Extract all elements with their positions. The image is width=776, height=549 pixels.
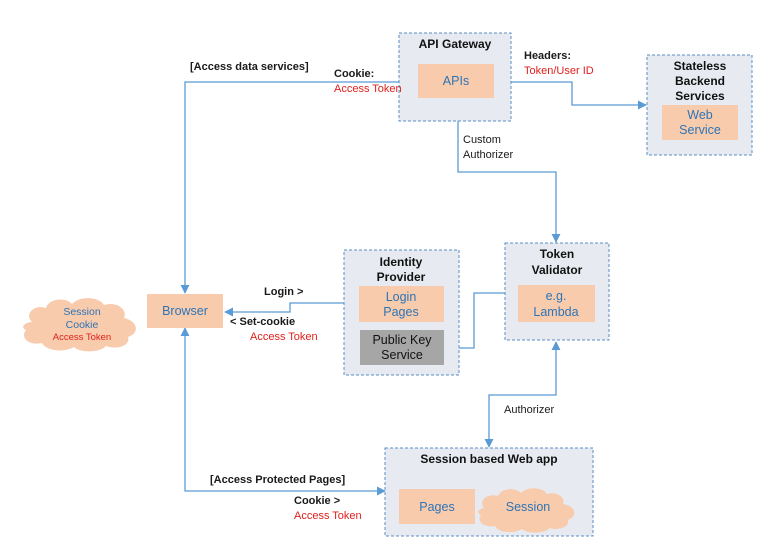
session-cookie-group: Session Cookie Access Token [23, 298, 136, 352]
custom-authorizer-line-2: Authorizer [463, 149, 513, 161]
validator-title-line-1: Token [540, 247, 574, 261]
edge-validator-webapp [484, 341, 561, 448]
login-pages-line-2: Pages [383, 305, 418, 319]
session-cookie-cloud [23, 298, 136, 352]
cookie-label: Cookie: [334, 68, 374, 80]
access-protected-label: [Access Protected Pages] [210, 474, 345, 486]
edge-browser-apis [180, 77, 418, 294]
set-cookie-label: < Set-cookie [230, 316, 295, 328]
edge-apis-validator [453, 100, 561, 243]
session-cookie-token: Access Token [53, 332, 111, 343]
identity-provider-group: Identity Provider Login Pages Public Key… [343, 249, 460, 376]
public-key-line-1: Public Key [372, 333, 432, 347]
api-gateway-title: API Gateway [419, 37, 492, 51]
cookie-token-label: Access Token [334, 83, 402, 95]
backend-title-line-1: Stateless [674, 59, 727, 73]
session-cloud-shape [478, 488, 575, 533]
connectors [180, 77, 647, 496]
apis-label: APIs [443, 74, 469, 88]
edge-labels: [Access data services] Cookie: Access To… [190, 50, 594, 522]
web-service-box [662, 105, 738, 140]
webapp-group: Session based Web app Pages Session [384, 447, 594, 537]
lambda-line-2: Lambda [533, 305, 578, 319]
lambda-box [518, 285, 595, 322]
set-cookie-token-label: Access Token [250, 331, 318, 343]
cookie2-label: Cookie > [294, 495, 340, 507]
edge-browser-webapp [180, 327, 386, 496]
public-key-line-2: Service [381, 348, 423, 362]
backend-title-line-2: Backend [675, 74, 725, 88]
pages-box [399, 489, 475, 524]
lambda-line-1: e.g. [546, 289, 567, 303]
login-label: Login > [264, 286, 303, 298]
browser-label: Browser [162, 304, 208, 318]
identity-title-line-1: Identity [380, 255, 423, 269]
token-validator-group: Token Validator e.g. Lambda [504, 242, 610, 341]
validator-title-line-2: Validator [532, 263, 583, 277]
browser-box [147, 294, 223, 328]
identity-title-line-2: Provider [377, 270, 426, 284]
login-pages-box [359, 286, 444, 322]
edge-apis-webservice [495, 81, 647, 110]
apis-box [418, 64, 494, 98]
session-label: Session [506, 500, 551, 514]
session-cookie-line-1: Session [63, 306, 101, 318]
api-gateway-group: API Gateway APIs [398, 32, 512, 122]
webapp-title: Session based Web app [420, 452, 557, 466]
backend-services-group: Stateless Backend Services Web Service [646, 54, 753, 156]
web-service-line-1: Web [687, 108, 713, 122]
edge-browser-login [224, 298, 359, 317]
backend-title-line-3: Services [675, 89, 725, 103]
headers-label: Headers: [524, 50, 571, 62]
browser-group: Browser [147, 294, 223, 328]
web-service-line-2: Service [679, 123, 721, 137]
authorizer-label: Authorizer [504, 404, 554, 416]
public-key-box [360, 330, 444, 365]
access-data-label: [Access data services] [190, 61, 309, 73]
pages-label: Pages [419, 500, 454, 514]
login-pages-line-1: Login [386, 290, 417, 304]
session-cookie-line-2: Cookie [66, 319, 99, 331]
headers-value-label: Token/User ID [524, 65, 594, 77]
edge-lambda-publickey [445, 292, 518, 353]
custom-authorizer-line-1: Custom [463, 134, 501, 146]
cookie2-token-label: Access Token [294, 510, 362, 522]
